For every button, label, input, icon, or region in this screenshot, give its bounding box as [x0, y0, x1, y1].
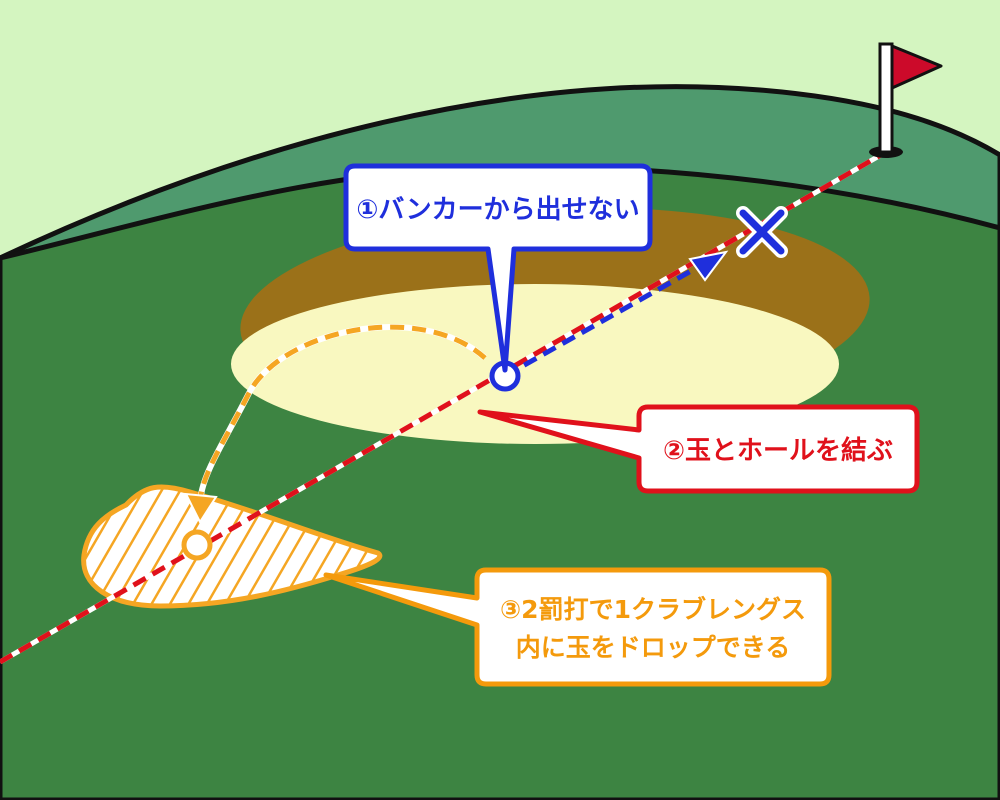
drop-arc-path-dashes — [198, 324, 487, 496]
failed-shot-path — [503, 263, 702, 379]
ball-to-hole-line-dashes — [0, 149, 888, 665]
callout-step2-text: ②玉とホールを結ぶ — [663, 435, 893, 466]
flag-banner — [890, 44, 943, 90]
callout-step1-bubble — [343, 163, 653, 373]
callout-step3-line1: ③2罰打で1クラブレングス — [500, 595, 806, 624]
cross-mark-icon — [736, 206, 788, 258]
bunker-sand — [231, 284, 839, 444]
flag-pole — [878, 42, 894, 154]
failed-shot-arrowhead — [688, 250, 729, 282]
flag-icon — [869, 42, 943, 158]
callout-step2-bubble — [477, 404, 920, 494]
drop-arc-arrowhead — [184, 492, 218, 525]
callout-step3-line2: 内に玉をドロップできる — [516, 633, 791, 662]
callout-step1: ①バンカーから出せない — [343, 163, 653, 373]
dropped-ball-marker-icon — [181, 529, 213, 561]
callout-step2: ②玉とホールを結ぶ — [477, 404, 920, 494]
callout-step1-text: ①バンカーから出せない — [356, 195, 639, 225]
callout-step3: ③2罰打で1クラブレングス 内に玉をドロップできる — [323, 567, 832, 687]
callout-step3-bubble — [323, 567, 832, 687]
